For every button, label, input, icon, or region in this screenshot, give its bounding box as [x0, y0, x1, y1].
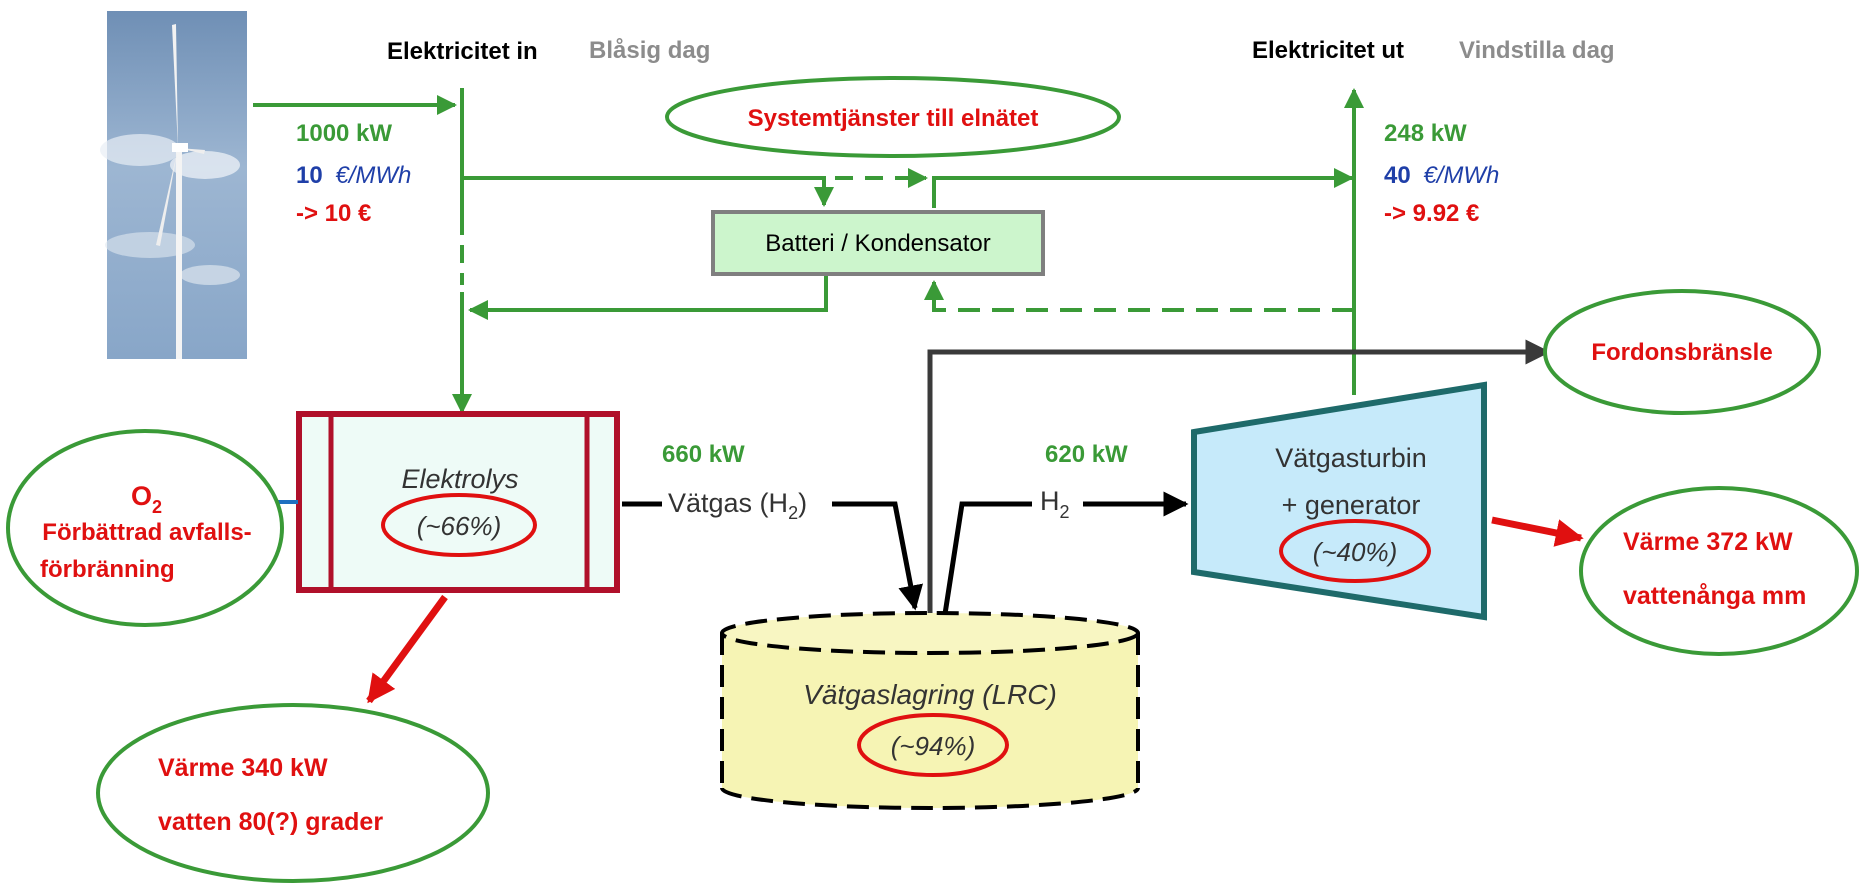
- electrolysis-label: Elektrolys: [401, 464, 518, 494]
- oxygen-line2: förbränning: [40, 556, 175, 583]
- electrolysis-efficiency: (~66%): [417, 511, 502, 541]
- hydrogen-out-subscript: 2: [1060, 502, 1070, 522]
- electricity-lines: [253, 88, 1364, 414]
- turbine-heat-arrow: [1491, 516, 1584, 547]
- output-condition: Vindstilla dag: [1459, 37, 1615, 64]
- battery-to-output-arrow: [932, 168, 1354, 208]
- oxygen-subscript: 2: [152, 497, 162, 517]
- oxygen-letter: O: [131, 481, 152, 511]
- turbine-heat-line2: vattenånga mm: [1623, 582, 1806, 610]
- input-cost: -> 10 €: [296, 200, 371, 227]
- electrolysis-heat-arrow: [366, 594, 448, 704]
- turbine-heat-line1: Värme 372 kW: [1623, 528, 1793, 556]
- hydrogen-out-text: H: [1040, 486, 1060, 516]
- hydrogen-to-storage-arrow: [832, 501, 924, 611]
- hydrogen-in-close: ): [798, 488, 807, 518]
- oxygen-line1: Förbättrad avfalls-: [42, 519, 251, 546]
- storage-label: Vätgaslagring (LRC): [803, 679, 1057, 710]
- electrolysis-heat-bubble: Värme 340 kW vatten 80(?) grader: [96, 703, 490, 883]
- electrolysis-heat-line1: Värme 340 kW: [158, 754, 328, 782]
- hydrogen-out-label: H2: [1040, 486, 1070, 522]
- battery-to-bus-return-arrow: [468, 275, 828, 320]
- wind-turbine-photo: [100, 11, 247, 359]
- hydrogen-storage-tank: Vätgaslagring (LRC) (~94%): [720, 611, 1140, 810]
- input-condition: Blåsig dag: [589, 37, 710, 64]
- hydrogen-turbine: Vätgasturbin + generator (~40%): [1191, 381, 1487, 621]
- turbine-line1: Vätgasturbin: [1275, 443, 1427, 473]
- output-price-value: 40: [1384, 162, 1411, 189]
- input-power: 1000 kW: [296, 120, 392, 147]
- storage-hydrogen-line: [942, 501, 1032, 615]
- input-price-unit: €/MWh: [335, 162, 411, 189]
- turbine-efficiency: (~40%): [1313, 537, 1398, 567]
- battery-label: Batteri / Kondensator: [765, 230, 990, 257]
- output-title: Elektricitet ut: [1252, 37, 1404, 64]
- input-title: Elektricitet in: [387, 38, 538, 65]
- hydrogen-in-subscript: 2: [788, 503, 798, 523]
- output-revenue: -> 9.92 €: [1384, 200, 1479, 227]
- turbine-line2: + generator: [1282, 490, 1421, 520]
- output-power: 248 kW: [1384, 120, 1467, 147]
- bus-to-battery-arrow: [462, 176, 834, 207]
- input-price-value: 10: [296, 162, 323, 189]
- output-price: 40 €/MWh: [1384, 162, 1499, 189]
- hydrogen-out-power: 620 kW: [1045, 441, 1128, 468]
- oxygen-symbol: O2: [131, 481, 162, 517]
- vehicle-fuel-label: Fordonsbränsle: [1591, 339, 1772, 366]
- grid-services-label: Systemtjänster till elnätet: [748, 105, 1039, 132]
- output-to-battery-dashed-arrow: [924, 280, 1354, 312]
- output-price-unit: €/MWh: [1423, 162, 1499, 189]
- storage-efficiency: (~94%): [891, 731, 976, 761]
- hydrogen-in-text: Vätgas (H: [668, 488, 788, 518]
- electrolysis-box: Elektrolys (~66%): [296, 411, 620, 593]
- battery-box: Batteri / Kondensator: [711, 210, 1045, 276]
- grid-services-bubble: Systemtjänster till elnätet: [665, 76, 1121, 158]
- electrolysis-heat-line2: vatten 80(?) grader: [158, 808, 383, 836]
- turbine-heat-bubble: Värme 372 kW vattenånga mm: [1579, 486, 1859, 656]
- hydrogen-in-power: 660 kW: [662, 441, 745, 468]
- vehicle-fuel-bubble: Fordonsbränsle: [1543, 289, 1821, 415]
- input-price: 10 €/MWh: [296, 162, 411, 189]
- storage-to-fuel-arrow: [927, 339, 1551, 618]
- hydrogen-in-label: Vätgas (H2): [668, 488, 807, 523]
- oxygen-bubble: O2 Förbättrad avfalls- förbränning: [6, 429, 284, 627]
